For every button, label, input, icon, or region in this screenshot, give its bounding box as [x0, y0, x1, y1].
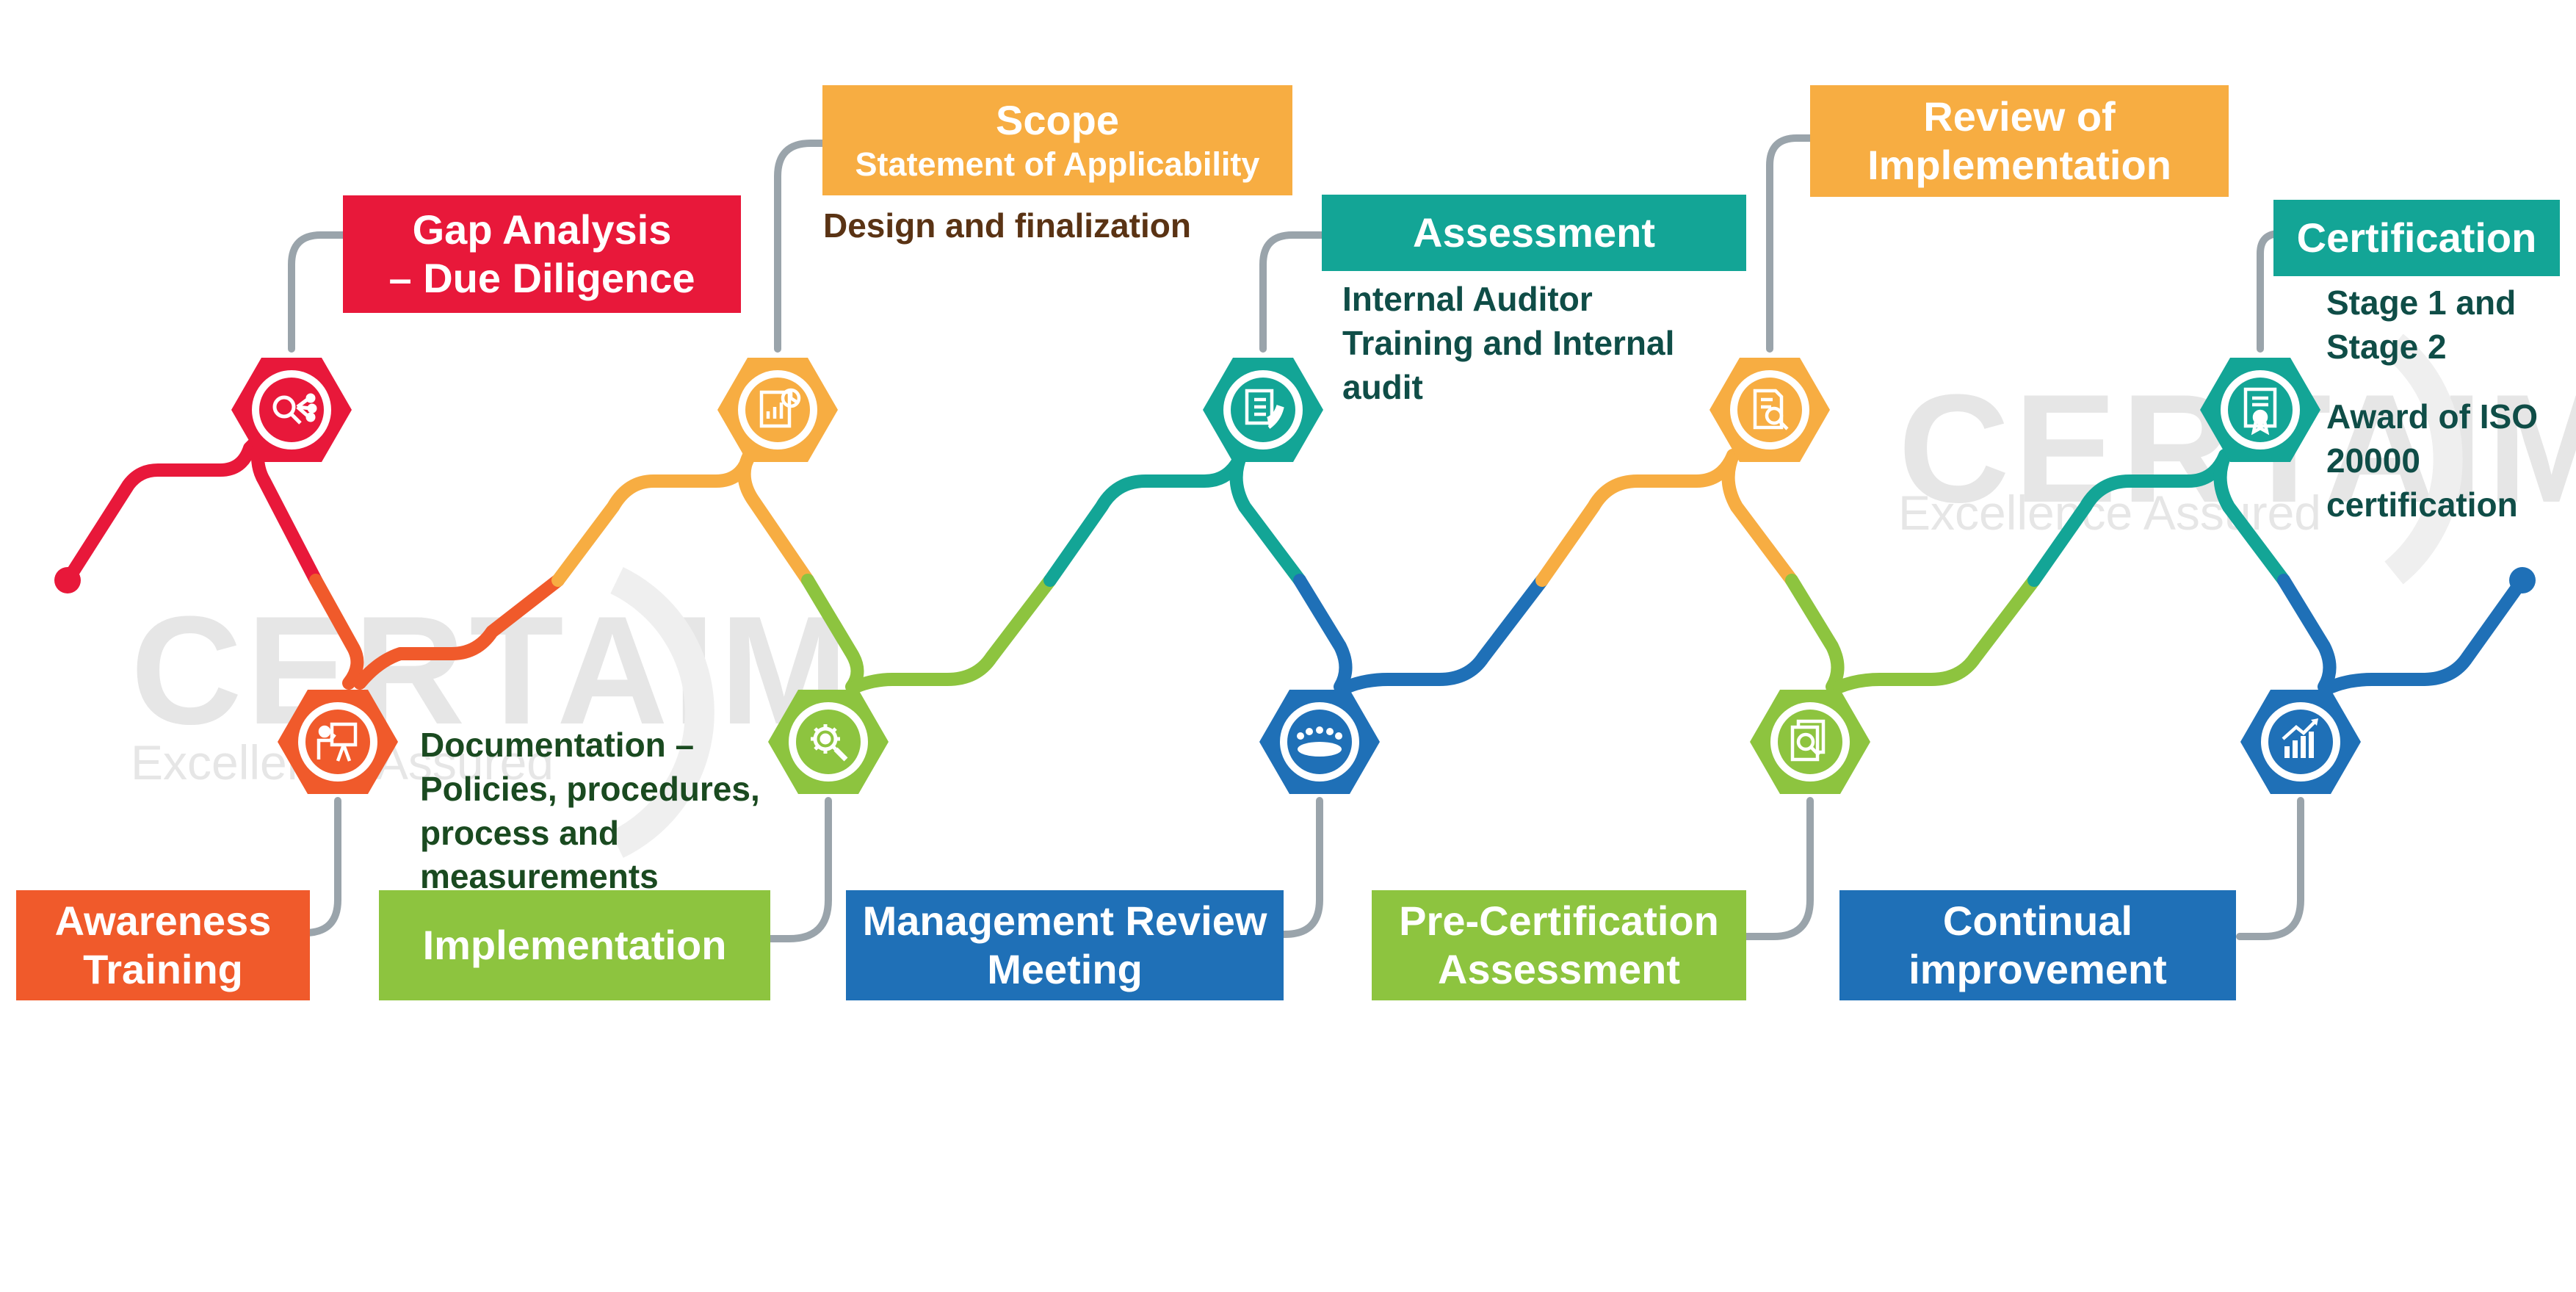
report-chart-icon — [759, 388, 801, 428]
watermark-swoosh-right — [2384, 333, 2463, 585]
gap-analysis-line2: – Due Diligence — [388, 255, 695, 301]
management-review-line1: Management Review — [862, 897, 1267, 944]
checklist-hand-icon — [1245, 389, 1284, 429]
node-management-review — [1259, 690, 1380, 794]
pre-certification-line1: Pre-Certification — [1399, 897, 1719, 944]
documents-magnifier-icon — [1790, 719, 1826, 762]
awareness-line2: Training — [83, 946, 243, 992]
gray-connectors — [288, 134, 2304, 942]
certification-note-stage: Stage 1 and Stage 2 — [2326, 284, 2517, 366]
implementation-label: Implementation — [379, 890, 770, 1000]
magnifier-network-icon — [272, 393, 317, 425]
management-review-label: Management Review Meeting — [846, 890, 1284, 1000]
node-review — [1710, 358, 1830, 462]
path-start-dot — [54, 567, 81, 593]
node-certification — [2200, 358, 2320, 462]
management-review-line2: Meeting — [987, 946, 1143, 992]
review-label: Review of Implementation — [1810, 85, 2229, 197]
scope-subtitle: Statement of Applicability — [855, 145, 1260, 184]
scope-note: Design and finalization — [823, 206, 1191, 245]
continual-line1: Continual — [1942, 897, 2133, 944]
implementation-title: Implementation — [422, 921, 727, 968]
meeting-table-icon — [1297, 726, 1342, 757]
node-scope — [717, 358, 838, 462]
gap-analysis-label: Gap Analysis – Due Diligence — [343, 195, 741, 313]
review-line2: Implementation — [1867, 142, 2171, 188]
assessment-title: Assessment — [1413, 209, 1655, 256]
continual-line2: improvement — [1909, 946, 2167, 992]
continual-improvement-label: Continual improvement — [1839, 890, 2236, 1000]
review-line1: Review of — [1923, 93, 2116, 140]
presentation-board-icon — [316, 722, 358, 762]
certification-label: Certification — [2273, 200, 2560, 276]
certificate-icon — [2243, 387, 2277, 436]
certification-note-award: Award of ISO 20000 certification — [2326, 397, 2538, 524]
certification-title: Certification — [2296, 214, 2537, 261]
node-pre-certification — [1750, 690, 1870, 794]
growth-chart-icon — [2282, 718, 2318, 758]
roadmap-path — [61, 430, 2529, 693]
gear-wrench-icon — [811, 724, 848, 762]
assessment-label: Assessment — [1322, 195, 1746, 271]
node-awareness — [278, 690, 398, 794]
gap-analysis-line1: Gap Analysis — [412, 206, 672, 253]
node-continual — [2240, 690, 2361, 794]
node-assessment — [1203, 358, 1323, 462]
scope-title: Scope — [995, 97, 1120, 144]
path-end-dot — [2509, 567, 2536, 593]
awareness-line1: Awareness — [54, 897, 272, 944]
awareness-label: Awareness Training — [16, 890, 310, 1000]
scope-label: Scope Statement of Applicability — [822, 85, 1292, 195]
assessment-note: Internal Auditor Training and Internal a… — [1342, 280, 1675, 406]
document-search-icon — [1753, 389, 1789, 430]
pre-certification-label: Pre-Certification Assessment — [1372, 890, 1746, 1000]
pre-certification-line2: Assessment — [1438, 946, 1680, 992]
node-gap-analysis — [231, 358, 352, 462]
watermark-swoosh-left — [610, 567, 714, 858]
documentation-note: Documentation – Policies, procedures, pr… — [420, 726, 760, 896]
node-implementation — [768, 690, 889, 794]
